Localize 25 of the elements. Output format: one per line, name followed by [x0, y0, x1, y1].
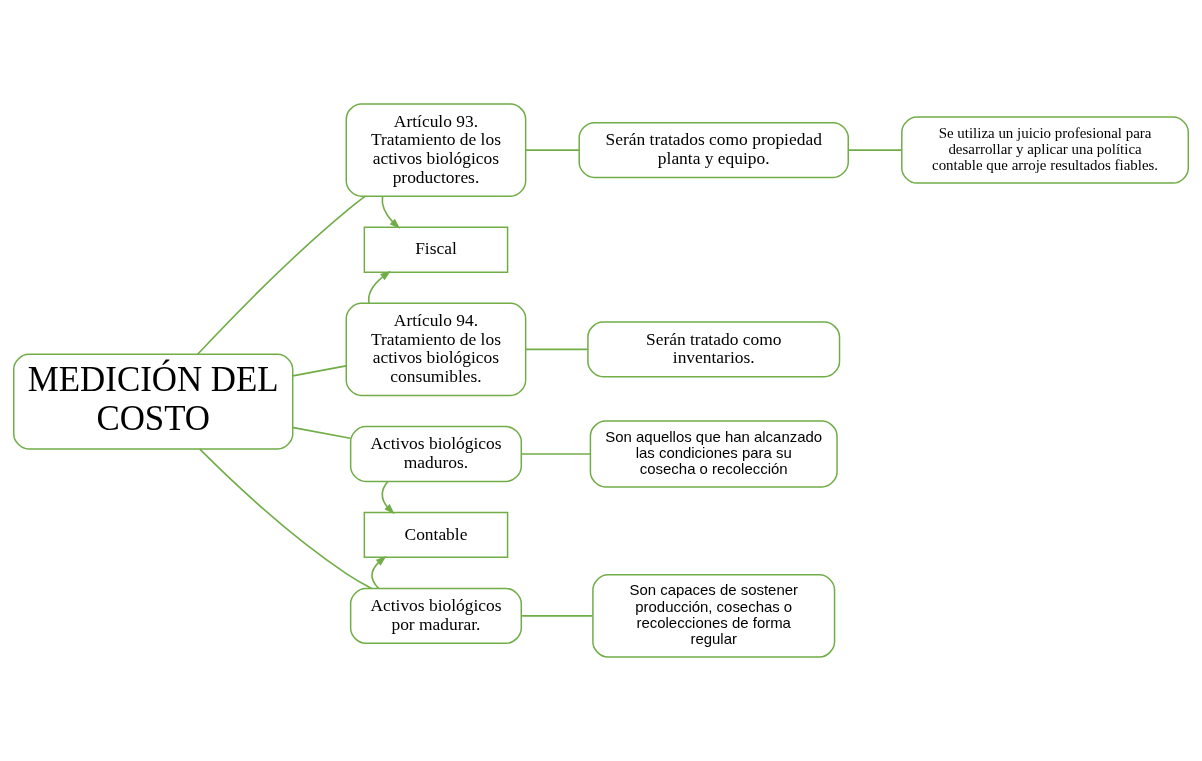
connector — [525, 348, 589, 351]
connector — [520, 453, 592, 455]
node-box: Serán tratados como propiedad planta y equipo. — [578, 121, 849, 179]
arrow — [381, 195, 401, 229]
node-box: Activos biológicos por madurar. — [349, 587, 523, 645]
connector — [847, 149, 903, 151]
node-box: Contable — [363, 511, 509, 559]
node-box: Activos biológicos maduros. — [349, 425, 523, 483]
connector — [292, 365, 347, 377]
connector — [292, 426, 352, 440]
arrow — [371, 555, 387, 590]
node-box: Son capaces de sostener producción, cosechas o recolecciones de forma regular — [592, 574, 836, 658]
arrow — [381, 480, 395, 515]
node-box: Fiscal — [363, 226, 509, 273]
arrow — [367, 270, 391, 304]
node-box: Se utiliza un juicio profesional para desarrollar y aplicar una política contable que arroje resultados fiables. — [901, 116, 1190, 184]
node-box: Serán tratado como inventarios. — [587, 321, 841, 378]
connector — [525, 149, 580, 151]
connector — [199, 448, 373, 590]
node-box: MEDICIÓN DEL COSTO — [12, 353, 294, 450]
connector — [196, 195, 367, 356]
connector — [520, 615, 594, 617]
node-box: Artículo 93. Tratamiento de los activos biológicos productores. — [345, 103, 527, 197]
node-box: Artículo 94. Tratamiento de los activos biológicos consumibles. — [345, 302, 527, 397]
node-box: Son aquellos que han alcanzado las condiciones para su cosecha o recolección — [589, 420, 838, 488]
